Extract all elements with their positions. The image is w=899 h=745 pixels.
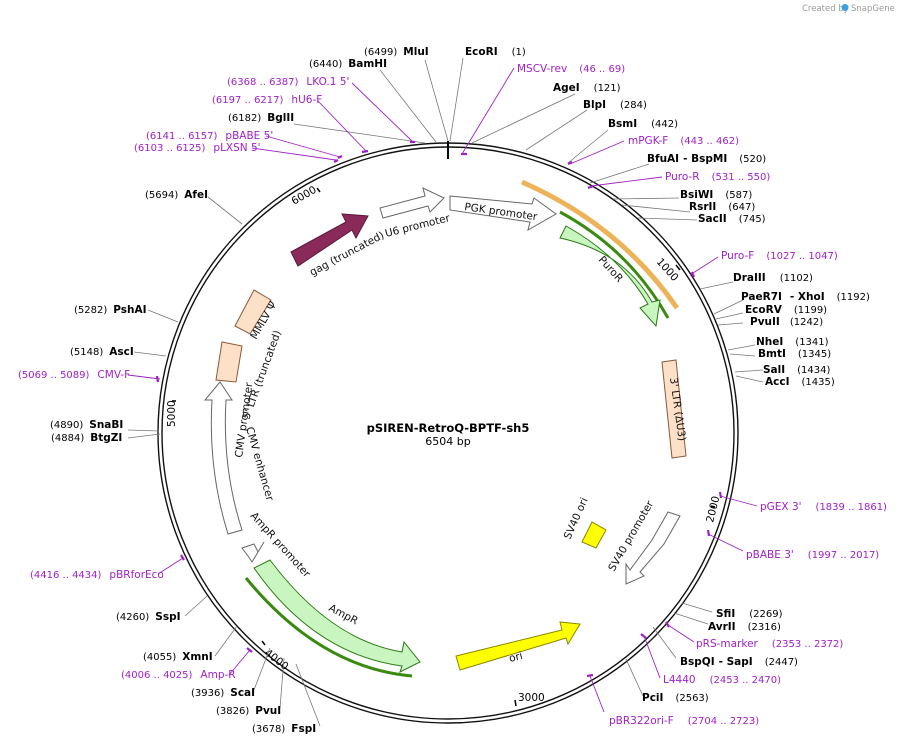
enzyme-afei[interactable]: (5694)AfeI <box>145 189 208 201</box>
primer-mscv-rev[interactable]: MSCV-rev(46 .. 69) <box>517 63 625 75</box>
ampr-strand-line <box>244 577 413 678</box>
primer-l4440[interactable]: L4440(2453 .. 2470) <box>663 674 781 686</box>
primer-pbrforeco[interactable]: (4416 .. 4434)pBRforEco <box>30 569 164 581</box>
enzyme-labels: (6499)MluI EcoRI(1) (6440)BamHI AgeI(121… <box>50 46 870 735</box>
primer-labels: MSCV-rev(46 .. 69) (6368 .. 6387)LKO.1 5… <box>18 63 887 727</box>
primer-plxsn-5[interactable]: (6103 .. 6125)pLXSN 5' <box>134 142 261 154</box>
enzyme-fspi[interactable]: (3678)FspI <box>252 723 316 735</box>
feature-amp-promoter-arrow[interactable] <box>241 541 265 563</box>
ruler-label-2000: 2000 <box>704 495 722 524</box>
enzyme-leaders <box>127 57 764 727</box>
feature-puro-arrow[interactable] <box>559 225 661 328</box>
enzyme-pcii[interactable]: PciI(2563) <box>642 692 709 704</box>
enzyme-asci[interactable]: (5148)AscI <box>70 346 134 358</box>
ruler-tick-6000 <box>316 187 321 193</box>
enzyme-pvui[interactable]: (3826)PvuI <box>216 705 281 717</box>
feature-ori-arrow[interactable] <box>455 621 581 671</box>
primer-puro-r[interactable]: Puro-R(531 .. 550) <box>665 171 770 183</box>
enzyme-sspi[interactable]: (4260)SspI <box>116 611 181 623</box>
primer-prs-marker[interactable]: pRS-marker(2353 .. 2372) <box>696 638 843 650</box>
enzyme-bsmi[interactable]: BsmI(442) <box>608 118 678 130</box>
enzyme-scai[interactable]: (3936)ScaI <box>191 687 255 699</box>
ruler-tick-2000 <box>710 505 716 508</box>
enzyme-snabi[interactable]: (4890)SnaBI <box>50 419 123 431</box>
feature-ltr3-box[interactable] <box>661 359 687 459</box>
primer-hu6-f[interactable]: (6197 .. 6217)hU6-F <box>212 94 322 106</box>
primer-cmv-f[interactable]: (5069 .. 5089)CMV-F <box>18 369 130 381</box>
primer-mpgk-f[interactable]: mPGK-F(443 .. 462) <box>628 135 739 147</box>
ruler-tick-4000 <box>261 640 266 646</box>
plasmid-length: 6504 bp <box>425 435 470 448</box>
enzyme-blpi[interactable]: BlpI(284) <box>583 99 647 111</box>
enzyme-ecorv[interactable]: EcoRV(1199) <box>745 304 827 316</box>
primer-pbabe-5[interactable]: (6141 .. 6157)pBABE 5' <box>146 130 273 142</box>
enzyme-bglii[interactable]: (6182)BglII <box>228 112 294 124</box>
feature-gag-arrow[interactable] <box>290 213 369 267</box>
enzyme-btgzi[interactable]: (4884)BtgZI <box>51 432 122 444</box>
feature-ampr-arrow[interactable] <box>253 559 421 673</box>
enzyme-sacii[interactable]: SacII(745) <box>698 213 766 225</box>
feature-sv40promoter-arrow[interactable] <box>625 511 681 585</box>
enzyme-pshai[interactable]: (5282)PshAI <box>74 304 147 316</box>
enzyme-bspqi[interactable]: BspQI- SapI(2447) <box>680 656 798 668</box>
feature-u6-label: U6 promoter <box>384 212 452 240</box>
puro-r-highlight <box>520 179 680 310</box>
enzyme-nhei[interactable]: NheI(1341) <box>756 336 829 348</box>
feature-sv40ori-box[interactable] <box>581 521 607 549</box>
enzyme-bamhi[interactable]: (6440)BamHI <box>309 58 387 70</box>
enzyme-pvuii[interactable]: PvuII(1242) <box>750 316 823 328</box>
primer-lko1-5[interactable]: (6368 .. 6387)LKO.1 5' <box>227 76 349 88</box>
feature-puro-label: PuroR <box>596 254 625 285</box>
snapgene-brand: Created by SnapGene <box>802 4 895 14</box>
feature-ori-label: ori <box>508 650 524 665</box>
plasmid-name: pSIREN-RetroQ-BPTF-sh5 <box>367 421 530 435</box>
enzyme-sfii[interactable]: SfiI(2269) <box>716 608 783 620</box>
enzyme-agei[interactable]: AgeI(121) <box>553 82 621 94</box>
ruler-label-3000: 3000 <box>518 692 545 704</box>
brand-name: SnapGene <box>851 4 895 14</box>
feature-psi-box[interactable] <box>234 289 272 335</box>
ruler-tick-3000 <box>514 699 517 707</box>
enzyme-bmti[interactable]: BmtI(1345) <box>758 348 831 360</box>
enzyme-xmni[interactable]: (4055)XmnI <box>143 651 213 663</box>
feature-pgk-arrow[interactable] <box>449 195 557 232</box>
feature-u6-arrow[interactable] <box>379 187 445 219</box>
enzyme-rsrii[interactable]: RsrII(647) <box>689 201 755 213</box>
enzyme-draiii[interactable]: DraIII(1102) <box>733 272 813 284</box>
enzyme-paer7i[interactable]: PaeR7I- XhoI(1192) <box>741 291 870 303</box>
primer-ticks <box>155 140 723 678</box>
enzyme-bsiwi[interactable]: BsiWI(587) <box>680 189 752 201</box>
enzyme-ecori[interactable]: EcoRI(1) <box>465 46 526 58</box>
primer-leaders <box>127 67 758 713</box>
primer-amp-r[interactable]: (4006 .. 4025)Amp-R <box>121 669 236 681</box>
enzyme-acci[interactable]: AccI(1435) <box>765 376 835 388</box>
feature-ltr5-box[interactable] <box>215 341 243 383</box>
primer-pgex-3[interactable]: pGEX 3'(1839 .. 1861) <box>760 501 887 513</box>
enzyme-mlui[interactable]: (6499)MluI <box>364 46 429 58</box>
enzyme-avrii[interactable]: AvrII(2316) <box>708 621 781 633</box>
snapgene-logo-icon <box>841 4 849 11</box>
ruler-label-5000: 5000 <box>166 400 178 427</box>
enzyme-bfuai[interactable]: BfuAI- BspMI(520) <box>647 153 766 165</box>
primer-pbabe-3[interactable]: pBABE 3'(1997 .. 2017) <box>746 549 879 561</box>
feature-cmve-label: CMV enhancer <box>243 426 276 503</box>
ruler-tick-1000 <box>675 264 681 271</box>
brand-created-by: Created by <box>802 4 849 14</box>
feature-cmv-arrow[interactable] <box>203 381 243 535</box>
features: gag (truncated) U6 promoter PGK promoter… <box>203 179 688 678</box>
enzyme-sali[interactable]: SalI(1434) <box>763 364 831 376</box>
primer-pbr322ori-f[interactable]: pBR322ori-F(2704 .. 2723) <box>609 715 759 727</box>
primer-puro-f[interactable]: Puro-F(1027 .. 1047) <box>721 250 838 262</box>
